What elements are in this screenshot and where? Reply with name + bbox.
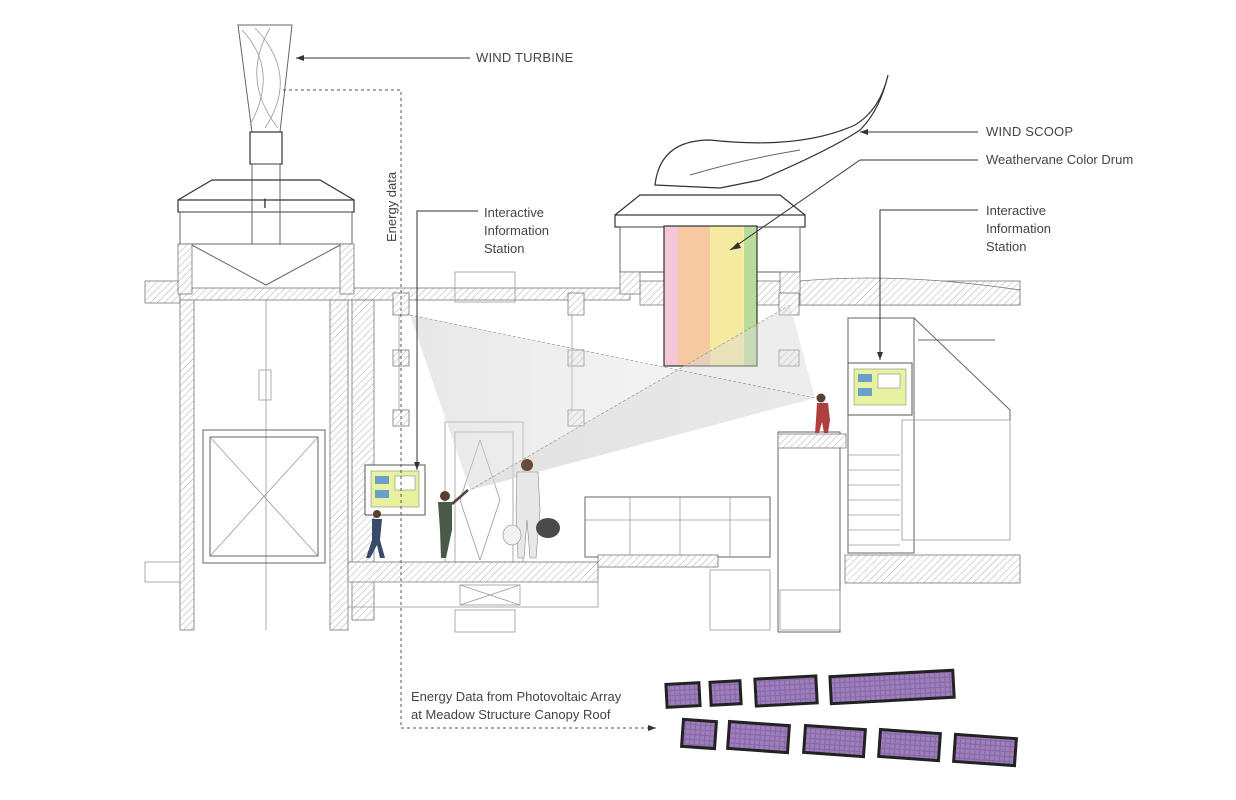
drum-band-yellow — [710, 226, 743, 366]
child-figure-left — [366, 510, 385, 558]
station-label-right-line1: Interactive — [986, 203, 1046, 218]
leader-lines — [283, 55, 978, 731]
solar-panel — [828, 668, 956, 706]
energy-data-label: Energy data — [384, 171, 399, 242]
child-figure-right — [815, 393, 830, 433]
drum-band-orange — [678, 226, 710, 366]
drum-band-lightyellow — [743, 226, 744, 366]
station-label-left-line2: Information — [484, 223, 550, 238]
wind-turbine-tower: I — [177, 24, 355, 295]
solar-panel — [708, 679, 743, 707]
left-shaft — [179, 299, 375, 631]
visitor-figures — [366, 393, 830, 559]
drum-band-green — [744, 226, 757, 366]
solar-panel — [877, 727, 942, 763]
solar-panel — [802, 723, 867, 759]
wind-scoop-label: WIND SCOOP — [986, 124, 1074, 139]
floor-slab — [144, 554, 1021, 633]
station-label-left-line3: Station — [484, 241, 525, 256]
color-drum-label: Weathervane Color Drum — [986, 152, 1134, 167]
photovoltaic-array — [664, 668, 1018, 768]
adult-figure — [502, 459, 560, 559]
projection-beams — [409, 304, 816, 491]
pv-caption-line2: at Meadow Structure Canopy Roof — [411, 707, 611, 722]
info-station-right-screen — [847, 362, 913, 416]
wind-turbine-label: WIND TURBINE — [476, 50, 574, 65]
solar-panel — [753, 674, 819, 708]
wind-scoop-tower — [614, 74, 889, 295]
station-label-right: Interactive Information Station — [986, 202, 1051, 256]
pv-caption: Energy Data from Photovoltaic Array at M… — [411, 688, 621, 724]
station-label-left: Interactive Information Station — [484, 204, 549, 258]
info-station-left-screen — [364, 464, 426, 516]
station-label-right-line2: Information — [986, 221, 1052, 236]
svg-text:I: I — [263, 195, 267, 211]
stair — [848, 454, 900, 546]
station-label-left-line1: Interactive — [484, 205, 544, 220]
station-label-right-line3: Station — [986, 239, 1027, 254]
solar-panel — [664, 681, 702, 709]
weathervane-color-drum — [663, 225, 758, 367]
child-figure-middle — [438, 489, 469, 558]
solar-panel — [952, 732, 1018, 768]
drum-band-pink — [664, 226, 678, 366]
solar-panel — [726, 719, 791, 755]
pv-caption-line1: Energy Data from Photovoltaic Array — [411, 689, 622, 704]
solar-panel — [679, 717, 719, 751]
